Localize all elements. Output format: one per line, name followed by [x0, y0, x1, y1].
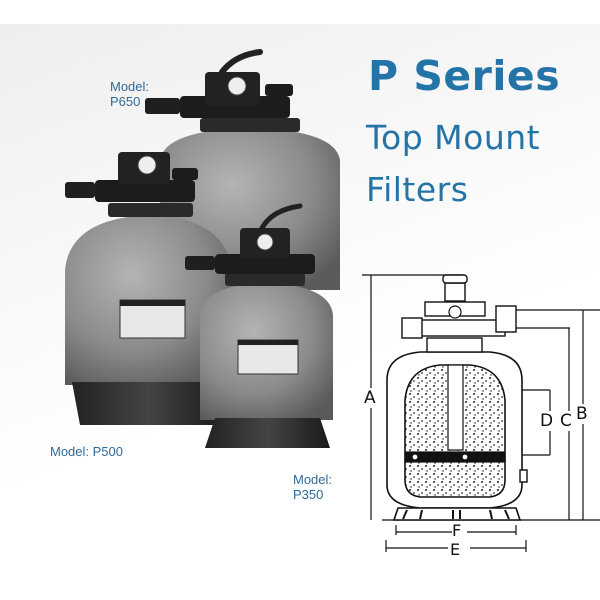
dim-label-f: F: [452, 521, 462, 540]
model-label-p650: Model: P650: [110, 79, 149, 109]
subtitle-line-2: Filters: [366, 170, 469, 209]
model-prefix: Model:: [293, 472, 333, 487]
dim-label-c: C: [560, 411, 572, 431]
subtitle-line-1: Top Mount: [366, 118, 541, 157]
dimension-diagram: [362, 274, 600, 552]
model-label-p350: Model: P350: [293, 472, 332, 502]
filter-p350: [185, 203, 333, 448]
dim-label-b: B: [576, 404, 588, 424]
model-name: P350: [293, 487, 324, 502]
dim-label-e: E: [450, 540, 461, 559]
series-title: P Series: [368, 52, 561, 100]
model-name: P650: [110, 94, 141, 109]
dim-label-d: D: [540, 411, 554, 431]
dim-label-a: A: [364, 388, 376, 408]
model-prefix: Model:: [110, 79, 150, 94]
model-label-p500: Model: P500: [50, 444, 123, 459]
